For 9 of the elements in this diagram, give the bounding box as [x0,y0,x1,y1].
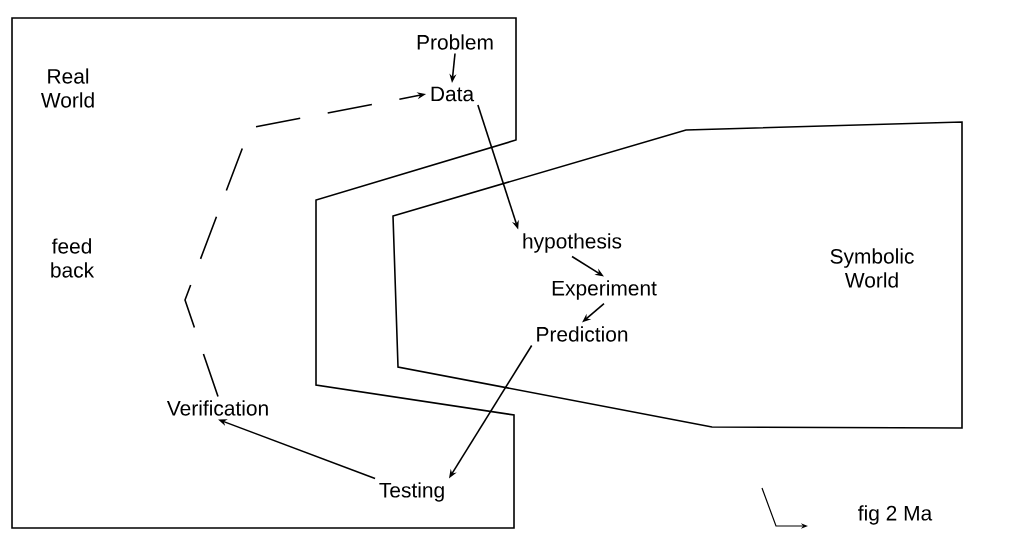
step-label: hypothesis [523,233,622,253]
step-label: Experiment [552,280,657,300]
step-label: Data [431,86,475,102]
step-label: Verification [166,400,268,416]
side-label: feed back [51,238,95,278]
step-label: Problem [417,34,493,50]
caption: fig 2 Ma [858,505,933,525]
step-label: Prediction [537,326,628,342]
step-label: Testing [379,482,444,502]
